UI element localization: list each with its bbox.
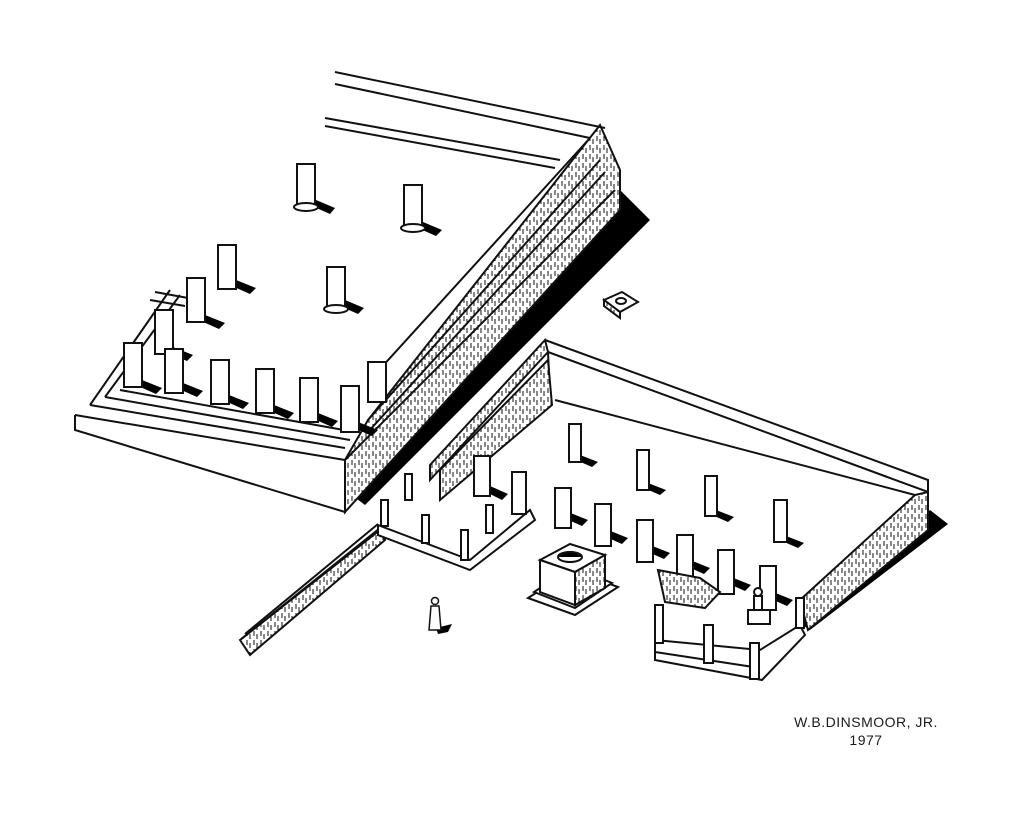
enclosure-right-wall bbox=[798, 490, 929, 632]
column bbox=[773, 499, 804, 548]
column bbox=[404, 473, 413, 501]
column bbox=[795, 597, 805, 629]
signature-author: W.B.DINSMOOR, JR. bbox=[794, 714, 938, 730]
human-figure bbox=[428, 596, 452, 634]
column bbox=[654, 604, 664, 644]
column bbox=[676, 534, 710, 578]
column bbox=[421, 514, 430, 544]
column bbox=[380, 499, 389, 527]
column bbox=[164, 348, 203, 397]
column bbox=[210, 359, 249, 409]
column bbox=[636, 449, 666, 495]
upper-platform bbox=[74, 71, 650, 515]
column bbox=[703, 624, 714, 664]
courtyard-columns bbox=[380, 423, 805, 680]
column bbox=[759, 565, 793, 611]
column bbox=[636, 519, 670, 563]
column bbox=[255, 368, 294, 419]
column bbox=[123, 342, 162, 394]
long-wall bbox=[238, 523, 387, 657]
enclosure-left-wall bbox=[429, 337, 550, 483]
column bbox=[293, 163, 335, 214]
column bbox=[749, 642, 760, 680]
column bbox=[340, 385, 378, 436]
small-block bbox=[602, 290, 640, 320]
column bbox=[485, 504, 494, 534]
column bbox=[217, 244, 256, 294]
column bbox=[554, 487, 588, 529]
altar bbox=[525, 542, 621, 617]
signature-year: 1977 bbox=[849, 732, 883, 748]
column bbox=[594, 503, 628, 547]
column bbox=[323, 266, 364, 314]
signature: W.B.DINSMOOR, JR. 1977 bbox=[786, 713, 946, 749]
column bbox=[460, 529, 469, 561]
column bbox=[400, 184, 442, 236]
lower-enclosure bbox=[377, 337, 948, 682]
column bbox=[186, 277, 225, 329]
column bbox=[704, 475, 734, 522]
column bbox=[568, 423, 598, 467]
upper-columns bbox=[123, 163, 442, 436]
column bbox=[299, 377, 338, 427]
column bbox=[717, 549, 751, 595]
column bbox=[511, 471, 527, 515]
column bbox=[473, 455, 508, 500]
